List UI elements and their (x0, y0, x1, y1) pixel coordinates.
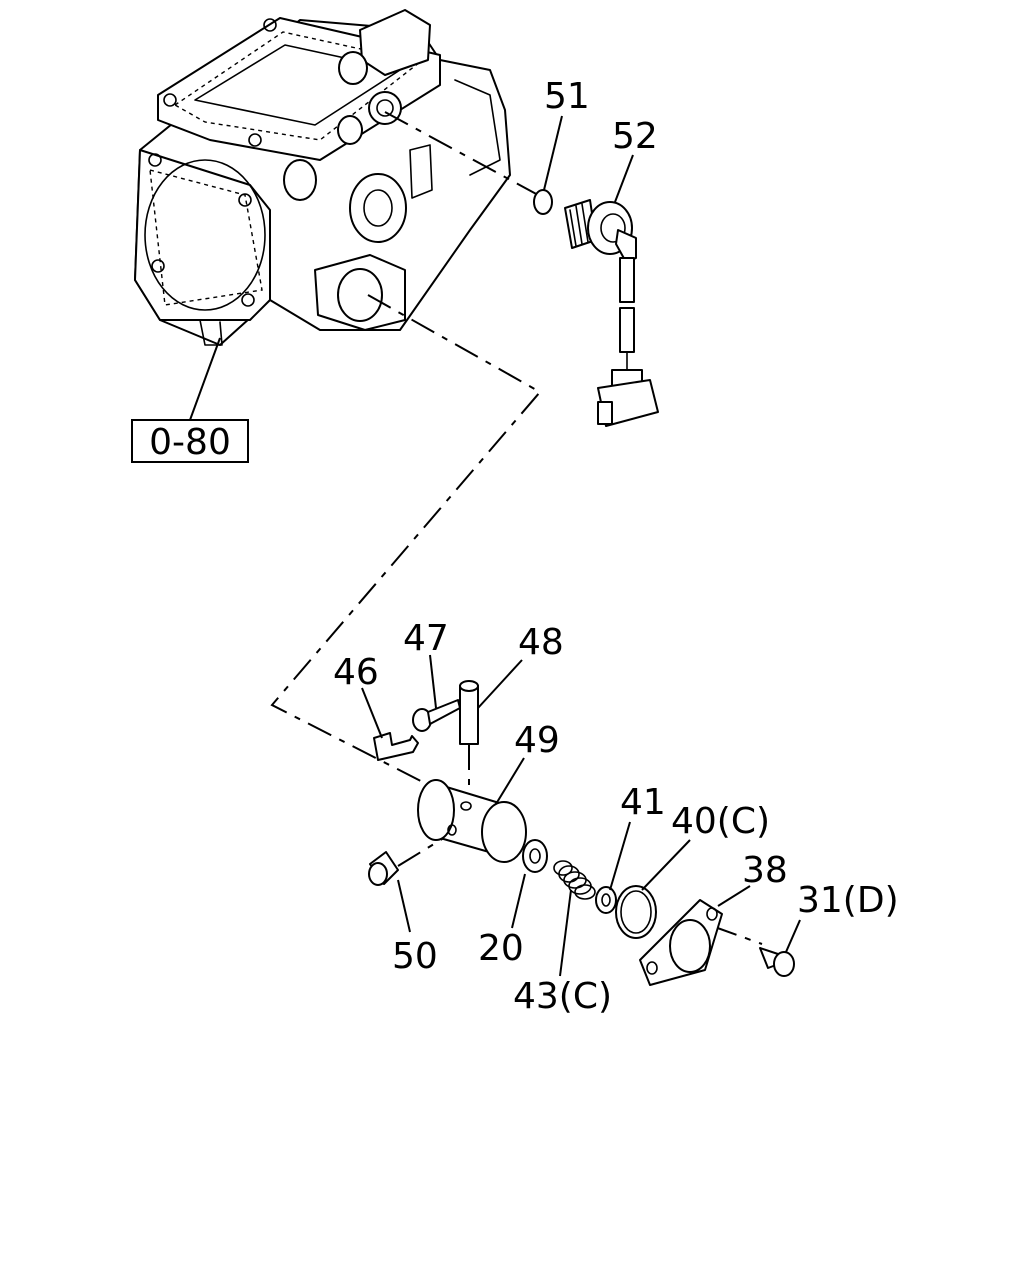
cover-38 (639, 899, 723, 986)
callout-labels: 51 52 47 48 46 49 41 40(C) 38 31(D) 50 2… (333, 76, 899, 1017)
reference-label: 0-80 (149, 422, 231, 463)
callout-43: 43(C) (513, 976, 612, 1017)
sleeve-50 (368, 851, 399, 886)
o-ring-40 (615, 885, 657, 939)
washer-41 (595, 886, 617, 914)
screw-31 (759, 947, 795, 977)
callout-47: 47 (403, 618, 449, 659)
spring-43 (553, 860, 596, 900)
callout-50: 50 (392, 936, 438, 977)
pin-48 (459, 680, 479, 800)
throttle-body-housing (134, 9, 511, 346)
leader-lines (361, 115, 801, 977)
callout-51: 51 (544, 76, 590, 117)
callout-31: 31(D) (797, 880, 899, 921)
callout-46: 46 (333, 652, 379, 693)
callout-48: 48 (518, 622, 564, 663)
assembly-lines (270, 111, 763, 945)
reference-box: 0-80 (131, 337, 249, 463)
washer-20 (522, 839, 548, 873)
cylinder-49 (417, 779, 527, 863)
o-ring-51 (533, 189, 553, 215)
callout-41: 41 (620, 782, 666, 823)
sensor-52 (564, 199, 659, 427)
callout-49: 49 (514, 720, 560, 761)
clip-46 (373, 732, 419, 761)
callout-40: 40(C) (671, 801, 770, 842)
callout-20: 20 (478, 928, 524, 969)
callout-52: 52 (612, 116, 658, 157)
callout-38: 38 (742, 850, 788, 891)
